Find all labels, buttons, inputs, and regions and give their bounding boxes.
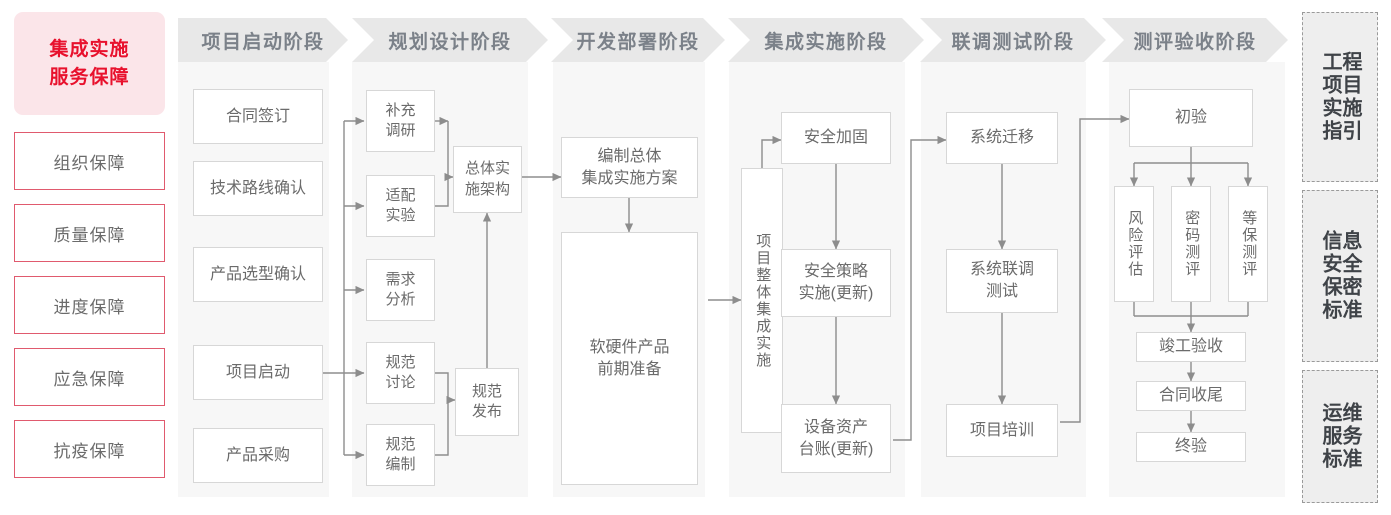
node-security-policy-line1: 安全策略 xyxy=(803,263,868,281)
node-overall-integration[interactable]: 项目整体集成实施 xyxy=(741,168,783,433)
sidebar-panel-ops-col-right: 维务准 xyxy=(1339,402,1361,471)
node-spec-discussion-line2: 讨论 xyxy=(385,374,416,391)
page-title: 集成实施 服务保障 xyxy=(14,12,165,115)
node-preliminary-acceptance[interactable]: 初验 xyxy=(1129,89,1253,147)
node-asset-ledger[interactable]: 设备资产台账(更新) xyxy=(781,404,891,473)
node-kickoff[interactable]: 项目启动 xyxy=(193,345,323,400)
node-system-migration[interactable]: 系统迁移 xyxy=(946,112,1058,164)
node-supplementary-survey[interactable]: 补充调研 xyxy=(366,90,435,152)
node-spec-drafting-line2: 编制 xyxy=(385,456,416,473)
phase-header-acceptance[interactable]: 测评验收阶段 xyxy=(1102,18,1288,62)
node-supplementary-survey-line2: 调研 xyxy=(385,122,416,139)
guarantee-item-emergency[interactable]: 应急保障 xyxy=(14,348,165,406)
node-security-policy-line2: 实施(更新) xyxy=(798,285,874,302)
node-supplementary-survey-line1: 补充 xyxy=(385,101,416,119)
node-integration-plan[interactable]: 编制总体集成实施方案 xyxy=(561,137,698,198)
node-integration-plan-line2: 集成实施方案 xyxy=(581,169,678,187)
node-joint-debug-test-line1: 系统联调 xyxy=(969,261,1034,279)
node-risk-assessment[interactable]: 风险评估 xyxy=(1114,186,1154,302)
node-project-training[interactable]: 项目培训 xyxy=(946,404,1058,457)
phase-header-integration[interactable]: 集成实施阶段 xyxy=(728,18,924,62)
node-spec-release-line2: 发布 xyxy=(471,403,502,420)
node-demand-analysis-line2: 分析 xyxy=(385,291,416,308)
node-hw-sw-preparation[interactable]: 软硬件产品前期准备 xyxy=(561,232,698,485)
node-joint-debug-test-line2: 测试 xyxy=(985,283,1018,300)
sidebar-panel-security[interactable]: 息全密准 信安保标 xyxy=(1302,190,1378,362)
sidebar-panel-guide-col-left: 工项实指 xyxy=(1319,51,1341,143)
guarantee-item-organization[interactable]: 组织保障 xyxy=(14,132,165,190)
sidebar-panel-ops-col-left: 运服标 xyxy=(1319,402,1341,471)
node-crypto-evaluation[interactable]: 密码测评 xyxy=(1171,186,1211,302)
sidebar-panel-security-col-left: 信安保标 xyxy=(1319,230,1341,322)
page-title-line2: 服务保障 xyxy=(49,66,130,88)
node-completion-acceptance[interactable]: 竣工验收 xyxy=(1136,332,1246,362)
node-hw-sw-preparation-line1: 软硬件产品 xyxy=(589,338,670,356)
sidebar-panel-guide[interactable]: 程目施引 工项实指 xyxy=(1302,12,1378,182)
node-spec-release-line1: 规范 xyxy=(471,382,502,400)
phase-header-startup[interactable]: 项目启动阶段 xyxy=(178,18,348,62)
guarantee-item-schedule[interactable]: 进度保障 xyxy=(14,276,165,334)
node-demand-analysis[interactable]: 需求分析 xyxy=(366,259,435,321)
node-grade-protection-evaluation[interactable]: 等保测评 xyxy=(1228,186,1268,302)
node-asset-ledger-line2: 台账(更新) xyxy=(798,440,874,458)
node-contract[interactable]: 合同签订 xyxy=(193,89,323,144)
node-contract-closeout[interactable]: 合同收尾 xyxy=(1136,381,1246,411)
node-asset-ledger-line1: 设备资产 xyxy=(803,418,868,436)
node-final-acceptance[interactable]: 终验 xyxy=(1136,432,1246,462)
node-purchase[interactable]: 产品采购 xyxy=(193,428,323,483)
page-title-line1: 集成实施 xyxy=(49,38,130,60)
node-security-hardening[interactable]: 安全加固 xyxy=(781,112,891,164)
node-product-selection[interactable]: 产品选型确认 xyxy=(193,247,323,302)
node-spec-release[interactable]: 规范发布 xyxy=(455,368,519,436)
node-adaptation-test-line2: 实验 xyxy=(385,207,416,224)
node-demand-analysis-line1: 需求 xyxy=(385,270,416,288)
guarantee-item-quality[interactable]: 质量保障 xyxy=(14,204,165,262)
phase-header-develop[interactable]: 开发部署阶段 xyxy=(551,18,725,62)
node-adaptation-test[interactable]: 适配实验 xyxy=(366,175,435,237)
guarantee-item-epidemic[interactable]: 抗疫保障 xyxy=(14,420,165,478)
phase-header-planning[interactable]: 规划设计阶段 xyxy=(352,18,548,62)
node-overall-architecture-line2: 施架构 xyxy=(464,180,510,198)
phase-header-testing[interactable]: 联调测试阶段 xyxy=(920,18,1106,62)
node-spec-drafting-line1: 规范 xyxy=(385,435,416,453)
node-overall-architecture-line1: 总体实 xyxy=(464,160,510,178)
node-spec-drafting[interactable]: 规范编制 xyxy=(366,424,435,486)
node-adaptation-test-line1: 适配 xyxy=(385,186,416,204)
sidebar-panel-ops[interactable]: 维务准 运服标 xyxy=(1302,370,1378,503)
node-joint-debug-test[interactable]: 系统联调测试 xyxy=(946,249,1058,313)
node-spec-discussion[interactable]: 规范讨论 xyxy=(366,342,435,404)
node-tech-route[interactable]: 技术路线确认 xyxy=(193,161,323,216)
node-hw-sw-preparation-line2: 前期准备 xyxy=(597,360,662,378)
sidebar-panel-guide-col-right: 程目施引 xyxy=(1339,51,1361,143)
node-spec-discussion-line1: 规范 xyxy=(385,353,416,371)
node-overall-architecture[interactable]: 总体实施架构 xyxy=(453,146,522,213)
node-integration-plan-line1: 编制总体 xyxy=(597,147,662,165)
sidebar-panel-security-col-right: 息全密准 xyxy=(1339,230,1361,322)
node-security-policy[interactable]: 安全策略实施(更新) xyxy=(781,249,891,317)
